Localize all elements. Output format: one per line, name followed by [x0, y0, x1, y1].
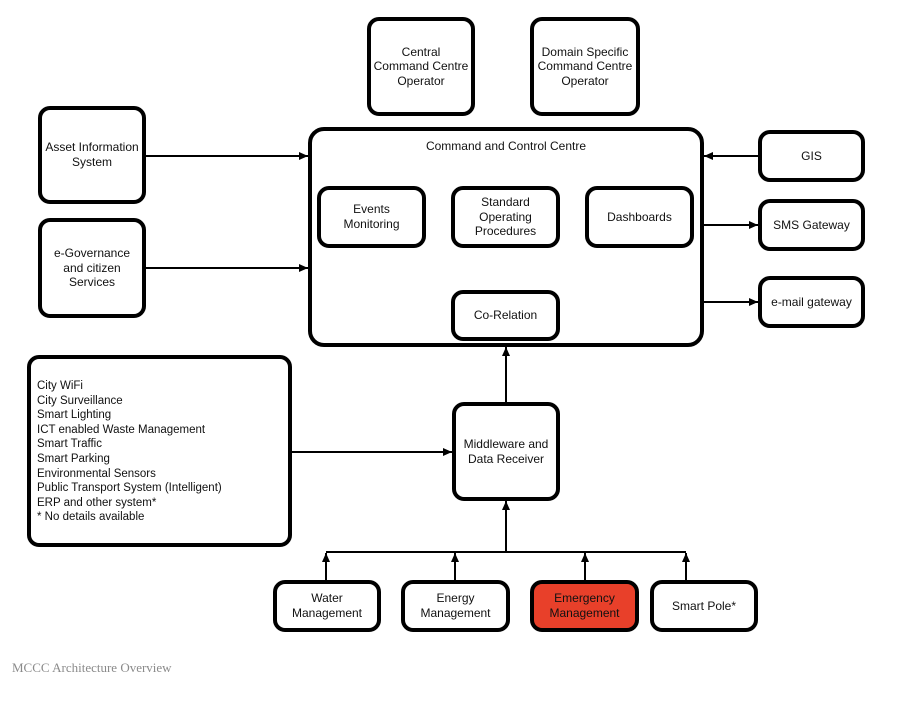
email-gateway-box: e-mail gateway — [758, 276, 865, 328]
ccc-title: Command and Control Centre — [425, 139, 587, 153]
central-operator-box: Central Command Centre Operator — [367, 17, 475, 116]
list-item: City WiFi — [37, 380, 83, 392]
middleware-box: Middleware and Data Receiver — [452, 402, 560, 501]
water-management-box: Water Management — [273, 580, 381, 632]
list-item: * No details available — [37, 511, 145, 524]
list-item: ICT enabled Waste Management — [37, 423, 206, 436]
correlation-box: Co-Relation — [451, 290, 560, 341]
list-item: Smart Traffic — [37, 438, 102, 451]
egovernance-box: e-Governance and citizen Services — [38, 218, 146, 318]
sms-gateway-box: SMS Gateway — [758, 199, 865, 251]
list-item: Smart Parking — [37, 452, 110, 465]
sop-box: Standard Operating Procedures — [451, 186, 560, 248]
events-monitoring-box: Events Monitoring — [317, 186, 426, 248]
list-item: Public Transport System (Intelligent) — [37, 482, 222, 495]
gis-box: GIS — [758, 130, 865, 182]
list-item: City Surveillance — [37, 394, 123, 407]
figure-caption: MCCC Architecture Overview — [12, 660, 172, 675]
domain-operator-box: Domain Specific Command Centre Operator — [530, 17, 640, 116]
list-item: Smart Lighting — [37, 409, 112, 422]
dashboards-box: Dashboards — [585, 186, 694, 248]
systems-list-box: City WiFi City Surveillance Smart Lighti… — [27, 355, 292, 547]
list-item: Environmental Sensors — [37, 467, 156, 480]
emergency-management-box: Emergency Management — [530, 580, 639, 632]
energy-management-box: Energy Management — [401, 580, 510, 632]
list-item: ERP and other system* — [37, 496, 157, 509]
smart-pole-box: Smart Pole* — [650, 580, 758, 632]
asset-information-box: Asset Information System — [38, 106, 146, 204]
